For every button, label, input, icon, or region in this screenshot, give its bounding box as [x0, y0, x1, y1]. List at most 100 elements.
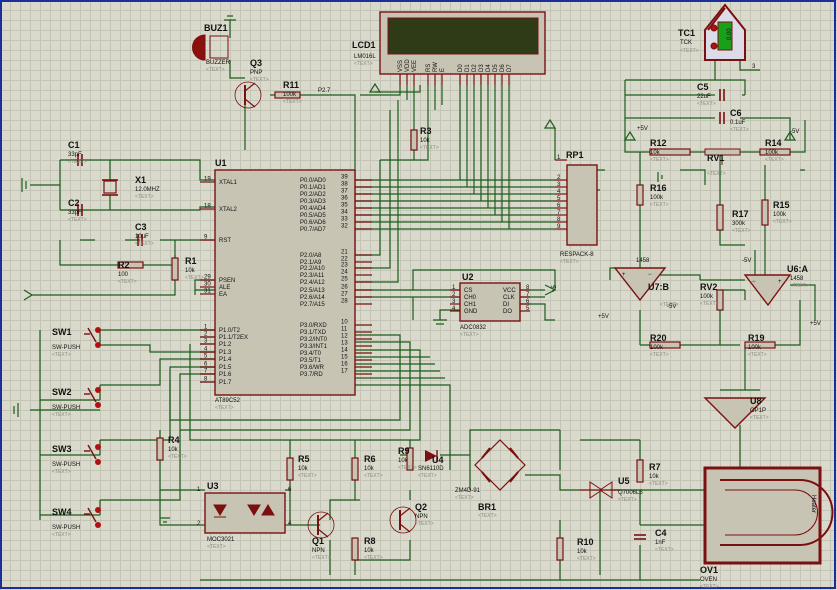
- svg-text:−: −: [648, 272, 652, 278]
- mcu-pin-name: P3.2/INT0: [300, 337, 328, 343]
- mcu-pin-name: P1.1/T2EX: [219, 335, 248, 341]
- mcu-pin-name: P2.7/A15: [300, 302, 325, 308]
- q2-value: NPN: [415, 514, 428, 520]
- mcu-pin-name: P3.0/RXD: [300, 323, 327, 329]
- r10-ref: R10: [577, 537, 594, 547]
- mcu-pin-name: P0.5/AD5: [300, 213, 326, 219]
- mcu-pin-name: P2.1/A9: [300, 260, 322, 266]
- r7-ref: R7: [649, 462, 661, 472]
- u7b-ref: U7:B: [648, 282, 670, 292]
- mcu-pin-name: P2.3/A11: [300, 273, 325, 279]
- r1-text: <TEXT>: [185, 275, 204, 281]
- power-labels: +5V -5V +5V -5V +5V -5V +5: [552, 126, 821, 327]
- mcu-pin-name: P1.7: [219, 380, 232, 386]
- opamp-u6a[interactable]: −+ U6:A 1458 <TEXT>: [743, 264, 809, 307]
- power-plus5v-c: +5V: [810, 321, 821, 327]
- optocoupler-u3[interactable]: U3 MOC3021 <TEXT> 1 2 6 4: [197, 481, 292, 550]
- sw3-text: <TEXT>: [52, 469, 71, 475]
- r3-ref: R3: [420, 126, 432, 136]
- lcd-pin-label: D5: [493, 64, 499, 72]
- mcu-pin-name: P1.5: [219, 365, 232, 371]
- mcu-pin-num: 15: [341, 355, 348, 361]
- mcu-u1[interactable]: U1 AT89C52 <TEXT> 19XTAL118XTAL29RST29PS…: [200, 158, 372, 411]
- capacitor-c6[interactable]: C60.1uF<TEXT>: [719, 108, 749, 133]
- thermocouple-ref: TC1: [678, 28, 695, 38]
- r8-value: 10k: [364, 548, 375, 554]
- q1-ref: Q1: [312, 536, 324, 546]
- c2-value: 33pF: [68, 210, 82, 216]
- lcd-pin-label: D7: [507, 64, 513, 72]
- r12-text: <TEXT>: [650, 157, 669, 163]
- br1-ref: BR1: [478, 502, 496, 512]
- r12-value: 10k: [650, 150, 661, 156]
- mcu-pin-name: P1.3: [219, 350, 232, 356]
- power-plus5-adc: +5: [552, 284, 558, 292]
- buz1-value: BUZZER: [206, 60, 231, 66]
- sw4-ref: SW4: [52, 507, 72, 517]
- thermocouple-tc1[interactable]: 0.00 TC1 TCK <TEXT> 3: [678, 3, 756, 70]
- u3-ref: U3: [207, 481, 219, 491]
- mcu-pin-name: P0.7/AD7: [300, 227, 326, 233]
- q3-value: PNP: [250, 70, 262, 76]
- opamp-u7b[interactable]: +− U7:B 1458 <TEXT>: [613, 258, 679, 308]
- mcu-pin-name: XTAL2: [219, 207, 238, 213]
- rp1-pin-num: 4: [557, 189, 561, 195]
- mcu-pin-name: RST: [219, 238, 231, 244]
- r1-ref: R1: [185, 256, 197, 266]
- opamp-u8[interactable]: U8 OP1P <TEXT>: [703, 396, 769, 429]
- r2-ref: R2: [118, 260, 130, 270]
- oven-body: [703, 466, 822, 565]
- bridge-br1[interactable]: BR1 <TEXT>: [474, 439, 526, 519]
- u3-value: MOC3021: [207, 537, 235, 543]
- potentiometer-rv1[interactable]: RV1<TEXT>: [704, 148, 741, 177]
- mcu-pin-num: 8: [204, 377, 208, 383]
- mcu-pin-num: 9: [204, 235, 208, 241]
- triac-u5[interactable]: U5 Q7006L5 <TEXT>: [580, 476, 643, 503]
- discrete-components: C133pF<TEXT>C233pF<TEXT>C310uF<TEXT>R210…: [68, 23, 792, 562]
- adc-pin-num: 5: [526, 306, 530, 312]
- oven-ov1[interactable]: Heater OV1 OVEN <TEXT>: [700, 466, 834, 590]
- adc-pin-name: CS: [464, 288, 472, 294]
- c4-ref: C4: [655, 528, 667, 538]
- r5-text: <TEXT>: [298, 473, 317, 479]
